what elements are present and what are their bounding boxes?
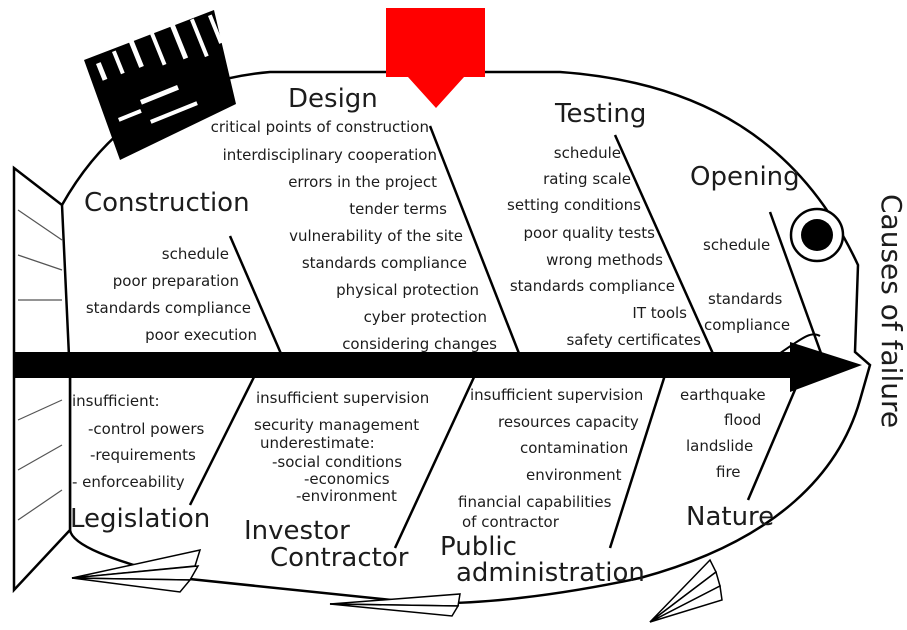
bone-design (428, 125, 522, 357)
legislation-item: -control powers (88, 420, 205, 438)
investor-item: -environment (296, 487, 397, 505)
testing-item: IT tools (632, 304, 687, 322)
construction-item: poor execution (145, 326, 257, 344)
opening-item: standards (708, 290, 783, 308)
category-construction: Construction (84, 188, 250, 218)
category-opening: Opening (690, 162, 800, 192)
investor-item: underestimate: (260, 434, 375, 452)
design-item: errors in the project (288, 173, 437, 191)
bone-nature (746, 377, 802, 501)
public-admin-item: environment (526, 466, 622, 484)
category-design: Design (288, 84, 378, 114)
testing-item: setting conditions (507, 196, 641, 214)
investor-item: -economics (304, 470, 390, 488)
public-admin-item: of contractor (462, 513, 559, 531)
bone-testing (613, 134, 716, 357)
nature-item: earthquake (680, 386, 766, 404)
legislation-item: insufficient: (72, 392, 160, 410)
nature-item: fire (716, 463, 741, 481)
public-admin-item: financial capabilities (458, 493, 612, 511)
nature-item: flood (724, 411, 762, 429)
construction-item: schedule (161, 245, 229, 263)
category-investor: Investor (244, 516, 350, 546)
investor-item: insufficient supervision (256, 389, 430, 407)
design-item: cyber protection (363, 308, 487, 326)
bone-opening (768, 211, 824, 357)
category-public: Public (440, 532, 517, 562)
bottom-fin-right (649, 558, 723, 623)
category-testing: Testing (555, 99, 647, 129)
testing-item: safety certificates (566, 331, 701, 349)
construction-item: standards compliance (85, 299, 251, 317)
spine-arrowhead (790, 342, 862, 392)
investor-item: security management (254, 416, 420, 434)
legislation-item: - enforceability (72, 473, 185, 491)
bottom-fin-left (71, 548, 202, 593)
testing-item: standards compliance (509, 277, 675, 295)
category-contractor: Contractor (270, 543, 409, 573)
public-admin-item: contamination (520, 439, 629, 457)
category-nature: Nature (686, 502, 775, 532)
design-item: physical protection (336, 281, 479, 299)
legislation-item: -requirements (90, 446, 196, 464)
testing-item: schedule (553, 144, 621, 162)
nature-item: landslide (686, 437, 754, 455)
public-admin-item: insufficient supervision (470, 386, 644, 404)
design-item: standards compliance (301, 254, 467, 272)
testing-item: poor quality tests (523, 224, 655, 242)
testing-item: rating scale (543, 170, 631, 188)
investor-item: -social conditions (272, 453, 403, 471)
public-admin-item: resources capacity (498, 413, 639, 431)
opening-item: compliance (704, 316, 791, 334)
red-marker-arrow (386, 8, 485, 108)
bottom-fin-middle (329, 593, 461, 617)
design-item: tender terms (349, 200, 447, 218)
design-item: critical points of construction (210, 118, 429, 136)
fish-tail (12, 165, 72, 594)
main-spine (14, 352, 794, 378)
effect-label: Causes of failure (875, 194, 907, 429)
testing-item: wrong methods (546, 251, 663, 269)
opening-item: schedule (703, 236, 771, 254)
bone-legislation (188, 374, 257, 506)
bone-construction (228, 235, 284, 357)
design-item: interdisciplinary cooperation (222, 146, 437, 164)
city-skyline-icon (84, 10, 236, 160)
construction-item: poor preparation (112, 272, 239, 290)
category-administration: administration (456, 558, 645, 588)
category-legislation: Legislation (70, 504, 211, 534)
bone-investor (393, 374, 477, 549)
bone-public-admin (608, 374, 667, 549)
design-item: vulnerability of the site (289, 227, 463, 245)
design-item: considering changes (342, 335, 497, 353)
